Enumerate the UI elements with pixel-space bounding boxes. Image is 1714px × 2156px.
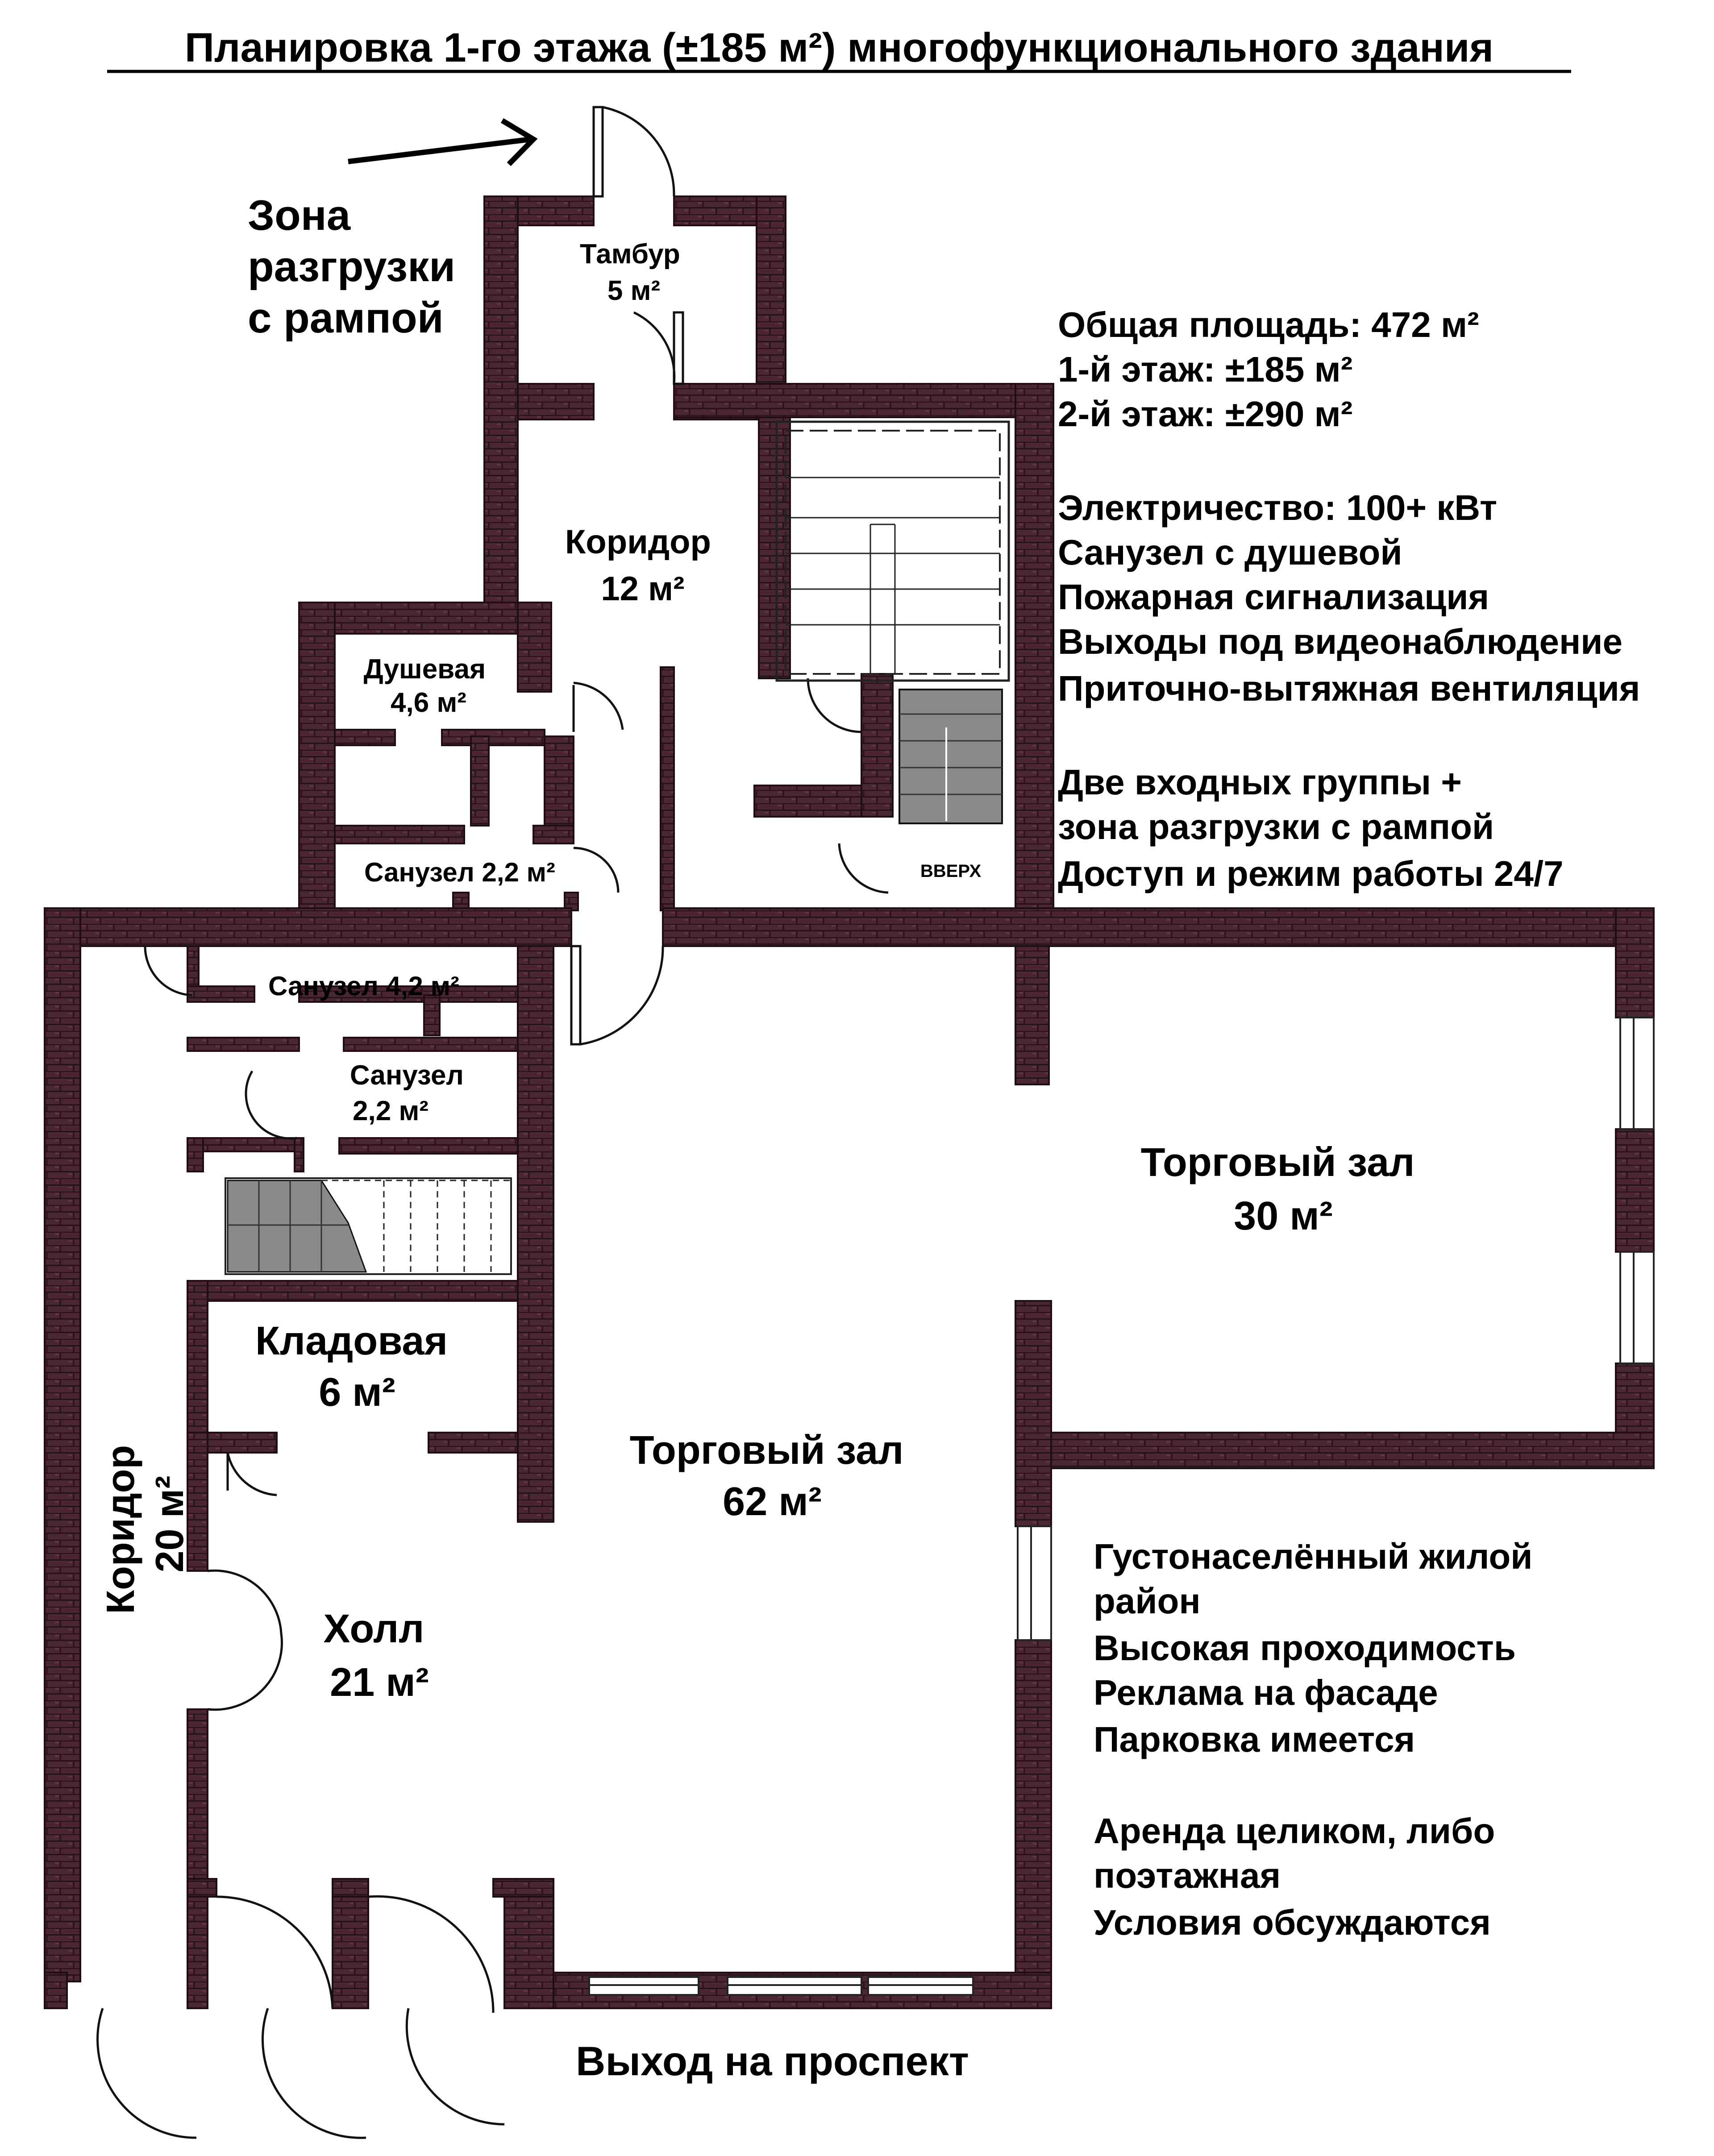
info-bottom: Густонаселённый жилой район Высокая прох…: [1094, 1537, 1543, 1942]
arrow-icon: [348, 118, 538, 166]
room-wc-22: Санузел 2,2 м²: [350, 1060, 471, 1126]
room-corridor-20: Коридор 20 м²: [98, 1434, 191, 1614]
room-wc-42: Санузел 4,2 м²: [268, 971, 459, 1001]
unloading-zone-label: Зона разгрузки с рампой: [248, 191, 467, 342]
room-shower: Душевая 4,6 м²: [364, 654, 494, 718]
exit-label: Выход на проспект: [576, 2039, 969, 2084]
room-corridor-12: Коридор 12 м²: [565, 523, 720, 608]
room-tambur: Тамбур 5 м²: [580, 239, 688, 306]
stair-up-label: ВВЕРХ: [920, 861, 982, 881]
info-top: Общая площадь: 472 м² 1-й этаж: ±185 м² …: [1058, 305, 1650, 893]
doors: [96, 106, 889, 2139]
room-hall-62: Торговый зал 62 м²: [630, 1428, 915, 1524]
room-storage: Кладовая 6 м²: [255, 1319, 459, 1415]
room-wc-top: Санузел 2,2 м²: [364, 857, 555, 887]
stair-upper: ВВЕРХ: [775, 420, 1010, 881]
windows: [588, 1017, 1655, 1996]
plan-title: Планировка 1-го этажа (±185 м²) многофун…: [185, 25, 1494, 71]
room-lobby: Холл 21 м²: [324, 1607, 436, 1705]
stair-lower: [225, 1177, 512, 1275]
room-hall-30: Торговый зал 30 м²: [1141, 1140, 1426, 1238]
